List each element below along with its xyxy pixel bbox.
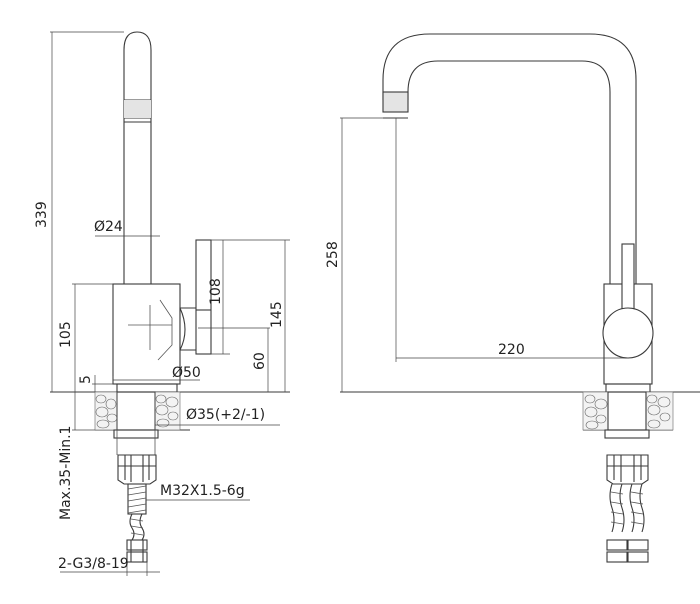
side-body xyxy=(112,283,181,385)
side-body-curve xyxy=(157,299,173,361)
side-fixing-nut xyxy=(117,454,157,485)
side-body-base-ring xyxy=(116,383,178,393)
dim-hole-diameter: Ø35(+2/-1) xyxy=(186,407,265,423)
front-washer xyxy=(604,429,650,439)
dim-body-height: 105 xyxy=(58,321,74,348)
dim-handle-base: 60 xyxy=(252,352,268,370)
side-aerator xyxy=(124,100,151,118)
front-view: 258 220 xyxy=(325,33,700,563)
dim-hose-connection: 2-G3/8-19 xyxy=(58,556,129,572)
front-hose-left xyxy=(606,483,628,563)
dim-spout-reach: 220 xyxy=(498,342,525,358)
dim-handle-height: 108 xyxy=(208,278,224,305)
dim-spout-diameter: Ø24 xyxy=(94,219,123,235)
front-aerator xyxy=(382,91,409,113)
dim-height-total: 339 xyxy=(34,201,50,228)
front-spout-inner xyxy=(407,60,611,284)
side-handle-curve xyxy=(179,307,186,351)
front-fixing-nut xyxy=(606,454,649,485)
front-body-base-ring xyxy=(605,383,651,393)
dim-base-diameter: Ø50 xyxy=(172,365,201,381)
side-washer xyxy=(113,429,159,439)
front-countertop-stone-left xyxy=(582,391,609,431)
side-handle-lever xyxy=(195,239,212,355)
dim-mounting-thickness: Max.35-Min.1 xyxy=(58,426,74,520)
side-countertop-stone-left xyxy=(94,391,118,431)
dim-handle-offset: 145 xyxy=(269,301,285,328)
side-view: 339 Ø24 108 145 105 60 5 Ø50 Ø35(+2/-1) … xyxy=(34,31,290,576)
side-hose xyxy=(126,513,148,563)
front-handle xyxy=(621,243,635,311)
dim-base-gap: 5 xyxy=(78,375,94,384)
side-shank xyxy=(116,391,156,431)
side-spout xyxy=(123,31,152,284)
front-handle-knob xyxy=(602,307,654,359)
side-countertop-stone-right xyxy=(154,391,181,431)
front-countertop-stone-right xyxy=(645,391,674,431)
dim-spout-height: 258 xyxy=(325,241,341,268)
side-threaded-stud xyxy=(127,483,147,515)
front-spout-outer xyxy=(382,33,637,284)
front-dimension-lines xyxy=(340,117,628,392)
front-hose-right xyxy=(627,483,649,563)
dim-thread: M32X1.5-6g xyxy=(160,483,245,499)
side-dimension-lines xyxy=(50,31,290,576)
front-shank xyxy=(607,391,647,431)
